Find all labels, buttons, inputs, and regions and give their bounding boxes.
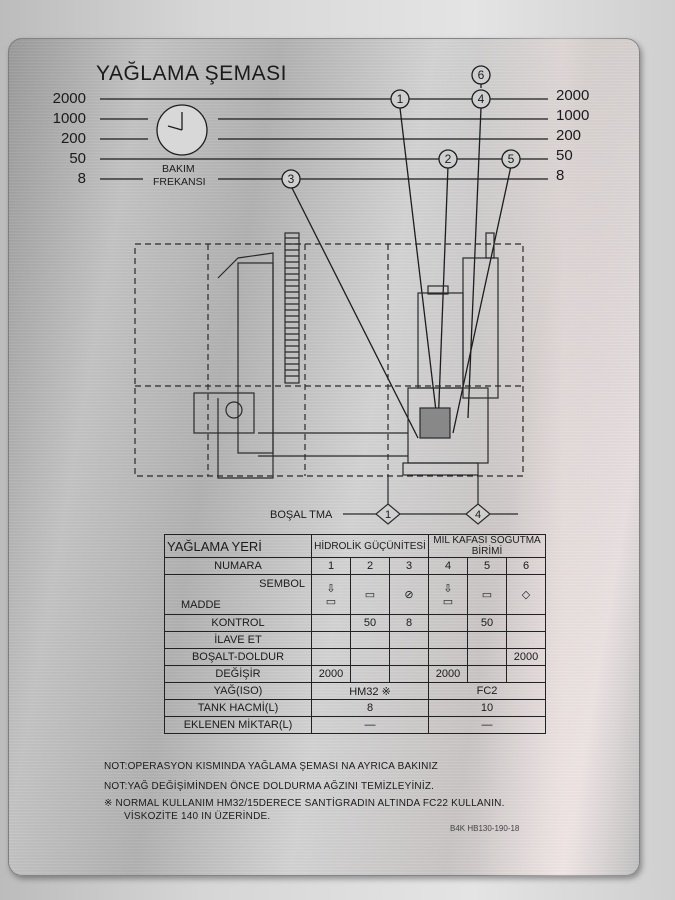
note-1: NOT:OPERASYON KISMINDA YAĞLAMA ŞEMASI NA…: [104, 761, 438, 772]
kontrol-6: [506, 614, 546, 632]
brushed-metal-texture: [8, 38, 640, 876]
marker-1: [390, 89, 410, 109]
lubrication-plate: YAĞLAMA ŞEMASI 2000 1000 200 50 8 2000 1…: [8, 38, 640, 876]
num-4: 4: [428, 557, 468, 575]
right-freq-2000: 2000: [556, 87, 590, 104]
tank-group-2: 10: [428, 699, 546, 717]
symbol-4-icon: ⇩▭: [428, 574, 468, 615]
symbol-1-icon: ⇩▭: [311, 574, 351, 615]
drain-point-4: [465, 503, 491, 525]
drain-point-4-label: 4: [475, 509, 481, 521]
right-freq-1000: 1000: [556, 107, 590, 124]
left-freq-8: 8: [77, 170, 86, 187]
row-label-yag: YAĞ(ISO): [164, 682, 312, 700]
marker-1-label: 1: [397, 92, 404, 106]
madde-label: MADDE: [181, 599, 221, 611]
degisir-5: [467, 665, 507, 683]
tank-group-1: 8: [311, 699, 429, 717]
marker-4: [471, 89, 491, 109]
right-freq-200: 200: [556, 127, 582, 144]
marker-3-label: 3: [288, 172, 295, 186]
bosalt-1: [311, 648, 351, 666]
bosalt-3: [389, 648, 429, 666]
marker-6: [471, 65, 491, 85]
caption-bakim: BAKIM: [162, 163, 195, 175]
drain-point-1-label: 1: [385, 509, 391, 521]
yag-group-1: HM32 ※: [311, 682, 429, 700]
marker-6-label: 6: [478, 68, 485, 82]
bosalt-4: [428, 648, 468, 666]
row-label-ilave: İLAVE ET: [164, 631, 312, 649]
row-label-bosalt: BOŞALT-DOLDUR: [164, 648, 312, 666]
row-label-kontrol: KONTROL: [164, 614, 312, 632]
degisir-6: [506, 665, 546, 683]
drain-point-1: [375, 503, 401, 525]
part-number-stamp: B4K HB130-190-18: [450, 824, 520, 833]
degisir-2: [350, 665, 390, 683]
marker-4-label: 4: [478, 92, 485, 106]
symbol-3-icon: ⊘: [389, 574, 429, 615]
note-2: NOT:YAĞ DEĞİŞİMİNDEN ÖNCE DOLDURMA AĞZIN…: [104, 781, 435, 792]
num-3: 3: [389, 557, 429, 575]
note-4: VİSKOZİTE 140 IN ÜZERİNDE.: [124, 811, 271, 822]
marker-5-label: 5: [508, 152, 515, 166]
left-freq-50: 50: [69, 150, 86, 167]
table-corner: YAĞLAMA YERİ: [164, 534, 312, 558]
row-label-numara: NUMARA: [164, 557, 312, 575]
caption-frekansi: FREKANSI: [153, 176, 206, 188]
lubrication-table: YAĞLAMA YERİ HİDROLİK GÜÇÜNİTESİ MİL KAF…: [164, 534, 546, 734]
row-label-tank: TANK HACMİ(L): [164, 699, 312, 717]
bosalt-5: [467, 648, 507, 666]
right-freq-8: 8: [556, 167, 565, 184]
left-freq-2000: 2000: [52, 90, 86, 107]
table-group-2: MİL KAFASI SOĞUTMA BİRİMİ: [428, 534, 546, 558]
num-6: 6: [506, 557, 546, 575]
bosalt-6: 2000: [506, 648, 546, 666]
row-label-sembol-madde: SEMBOL MADDE: [164, 574, 312, 615]
degisir-1: 2000: [311, 665, 351, 683]
symbol-6-icon: ◇: [506, 574, 546, 615]
drain-label: BOŞAL TMA: [270, 509, 333, 521]
row-label-degisir: DEĞİŞİR: [164, 665, 312, 683]
left-freq-200: 200: [60, 130, 86, 147]
diagram-layer: 1 4 6 2 5 3: [100, 65, 548, 525]
marker-3: [281, 169, 301, 189]
right-freq-50: 50: [556, 147, 573, 164]
eklenen-group-2: —: [428, 716, 546, 734]
kontrol-3: 8: [389, 614, 429, 632]
eklenen-group-1: —: [311, 716, 429, 734]
light-glare: [478, 38, 640, 876]
num-5: 5: [467, 557, 507, 575]
machine-drawing: [134, 232, 524, 525]
marker-2: [438, 149, 458, 169]
sembol-label: SEMBOL: [259, 578, 305, 590]
marker-5: [501, 149, 521, 169]
row-label-eklenen: EKLENEN MİKTAR(L): [164, 716, 312, 734]
left-freq-1000: 1000: [52, 110, 86, 127]
symbol-5-icon: ▭: [467, 574, 507, 615]
kontrol-1: [311, 614, 351, 632]
plate-title: YAĞLAMA ŞEMASI: [96, 62, 288, 85]
degisir-4: 2000: [428, 665, 468, 683]
kontrol-5: 50: [467, 614, 507, 632]
table-group-1: HİDROLİK GÜÇÜNİTESİ: [311, 534, 429, 558]
yag-group-2: FC2: [428, 682, 546, 700]
num-2: 2: [350, 557, 390, 575]
kontrol-4: [428, 614, 468, 632]
note-3: ※ NORMAL KULLANIM HM32/15DERECE SANTİGRA…: [104, 798, 505, 809]
symbol-2-icon: ▭: [350, 574, 390, 615]
bosalt-2: [350, 648, 390, 666]
num-1: 1: [311, 557, 351, 575]
kontrol-2: 50: [350, 614, 390, 632]
degisir-3: [389, 665, 429, 683]
marker-2-label: 2: [445, 152, 452, 166]
